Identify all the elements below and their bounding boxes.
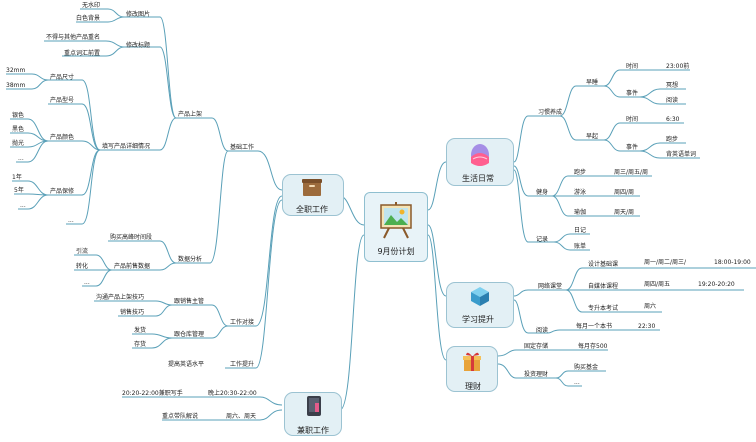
label-inventory: 存货 bbox=[134, 341, 147, 348]
label-polished: 抛光 bbox=[12, 140, 25, 147]
branch-fulltime-title: 全职工作 bbox=[296, 205, 328, 214]
label-conversion: 转化 bbox=[76, 263, 89, 270]
label-color-more: ... bbox=[18, 155, 24, 162]
label-upgrade-exam: 专升本考试 bbox=[588, 305, 619, 312]
label-edit-title: 修改标题 bbox=[126, 42, 151, 49]
label-event-b: 事件 bbox=[626, 144, 639, 151]
label-book-monthly: 每月一个本书 bbox=[576, 323, 613, 330]
label-t-630: 6:30 bbox=[666, 116, 680, 123]
label-design-basic: 设计基础课 bbox=[588, 261, 619, 268]
label-vocab: 背英语单词 bbox=[666, 151, 697, 158]
label-time-b: 时间 bbox=[626, 116, 639, 123]
label-basic-work: 基础工作 bbox=[230, 144, 255, 151]
label-comm-skills: 沟通产品上架技巧 bbox=[96, 294, 145, 301]
label-product-listing: 产品上架 bbox=[178, 111, 203, 118]
label-weekend: 周六、周天 bbox=[226, 413, 257, 420]
label-sleep-early: 早睡 bbox=[586, 79, 599, 86]
label-reading-a: 阅读 bbox=[666, 97, 679, 104]
label-t-2230: 22:30 bbox=[638, 323, 656, 330]
label-swim: 游泳 bbox=[574, 189, 587, 196]
label-meditate: 冥想 bbox=[666, 82, 679, 89]
label-ledger: 账单 bbox=[574, 243, 587, 250]
archive-box-icon bbox=[302, 179, 322, 196]
label-black: 黑色 bbox=[12, 126, 25, 133]
label-fill-details: 填写产品详细情况 bbox=[102, 143, 151, 150]
label-silver: 银色 bbox=[12, 112, 25, 119]
easter-egg-icon bbox=[471, 144, 489, 166]
label-record: 记录 bbox=[536, 236, 549, 243]
label-with-sales-mgr: 跟销售主管 bbox=[174, 298, 205, 305]
label-design-time: 18:00-19:00 bbox=[714, 259, 751, 266]
central-title: 9月份计划 bbox=[377, 247, 415, 256]
label-habit: 习惯养成 bbox=[538, 109, 563, 116]
branch-finance-title: 理财 bbox=[465, 382, 481, 391]
label-detail-more: ... bbox=[68, 217, 74, 224]
label-sales-more: ... bbox=[84, 279, 90, 286]
label-selfmedia-time: 19:20-20:20 bbox=[698, 281, 735, 288]
label-with-warehouse: 跟仓库管理 bbox=[174, 331, 205, 338]
label-run2: 跑步 bbox=[574, 169, 587, 176]
label-warranty-more: ... bbox=[20, 202, 26, 209]
label-product-sales: 产品前售数据 bbox=[114, 263, 151, 270]
label-work-improve: 工作提升 bbox=[230, 361, 255, 368]
label-selfmedia: 自媒体课程 bbox=[588, 283, 619, 290]
label-year-5: 5年 bbox=[14, 187, 24, 194]
label-event-a: 事件 bbox=[626, 90, 639, 97]
label-yoga-days: 周天/周 bbox=[614, 209, 635, 216]
label-sales-skills: 销售技巧 bbox=[120, 309, 145, 316]
label-buy-fund: 购买基金 bbox=[574, 364, 599, 371]
label-product-warranty: 产品保修 bbox=[50, 188, 75, 195]
label-running: 跑步 bbox=[666, 136, 679, 143]
label-white-bg: 白色背景 bbox=[76, 15, 101, 22]
label-size-32: 32mm bbox=[6, 67, 26, 74]
label-ship: 发货 bbox=[134, 327, 147, 334]
label-run-days: 周三/周五/周 bbox=[614, 169, 649, 176]
label-fixed-saving: 固定存储 bbox=[524, 343, 549, 350]
label-diary: 日记 bbox=[574, 227, 587, 234]
label-save-500: 每月存500 bbox=[578, 343, 608, 350]
label-no-dup-name: 不得与其他产品重名 bbox=[46, 34, 101, 41]
branch-daily-title: 生活日常 bbox=[462, 174, 494, 183]
label-invest: 投资理财 bbox=[524, 371, 549, 378]
label-improve-english: 提高英语水平 bbox=[168, 361, 205, 368]
label-invest-more: ... bbox=[574, 379, 580, 386]
label-work-coordination: 工作对接 bbox=[230, 319, 255, 326]
label-evening-time: 晚上20:30-22:00 bbox=[208, 390, 257, 397]
label-buy-peak: 购买高峰时间段 bbox=[110, 234, 153, 241]
label-traffic: 引流 bbox=[76, 248, 89, 255]
label-edit-image: 修改图片 bbox=[126, 11, 151, 18]
label-design-days: 周一/周二/周三/ bbox=[644, 259, 687, 266]
label-yoga: 瑜伽 bbox=[574, 209, 587, 216]
label-wake-early: 早起 bbox=[586, 133, 599, 140]
label-size-38: 38mm bbox=[6, 82, 26, 89]
branch-parttime-title: 兼职工作 bbox=[297, 426, 329, 435]
tablet-icon bbox=[307, 396, 321, 416]
label-keyword-first: 重点词汇前置 bbox=[64, 50, 101, 57]
label-fitness: 健身 bbox=[536, 189, 549, 196]
cube-icon bbox=[471, 287, 489, 306]
label-read: 阅读 bbox=[536, 327, 549, 334]
label-swim-days: 周四/周 bbox=[614, 189, 635, 196]
label-product-color: 产品颜色 bbox=[50, 134, 75, 141]
label-selfmedia-days: 周四/周五 bbox=[644, 281, 671, 288]
label-year-1: 1年 bbox=[12, 174, 22, 181]
label-exam-day: 周六 bbox=[644, 303, 657, 310]
label-weekday-part: 20:20-22:00兼职写手 bbox=[122, 390, 183, 397]
label-no-watermark: 无水印 bbox=[82, 2, 101, 9]
label-product-model: 产品型号 bbox=[50, 97, 75, 104]
branch-study-title: 学习提升 bbox=[462, 315, 494, 324]
label-data-analysis: 数据分析 bbox=[178, 256, 203, 263]
gift-box-icon bbox=[463, 352, 481, 371]
label-team-leader: 重点带队解说 bbox=[162, 413, 199, 420]
label-time-a: 时间 bbox=[626, 63, 639, 70]
label-online-class: 网络课堂 bbox=[538, 283, 563, 290]
label-t-2300: 23:00前 bbox=[666, 63, 690, 70]
label-product-size: 产品尺寸 bbox=[50, 74, 75, 81]
easel-painting-icon bbox=[380, 202, 412, 239]
